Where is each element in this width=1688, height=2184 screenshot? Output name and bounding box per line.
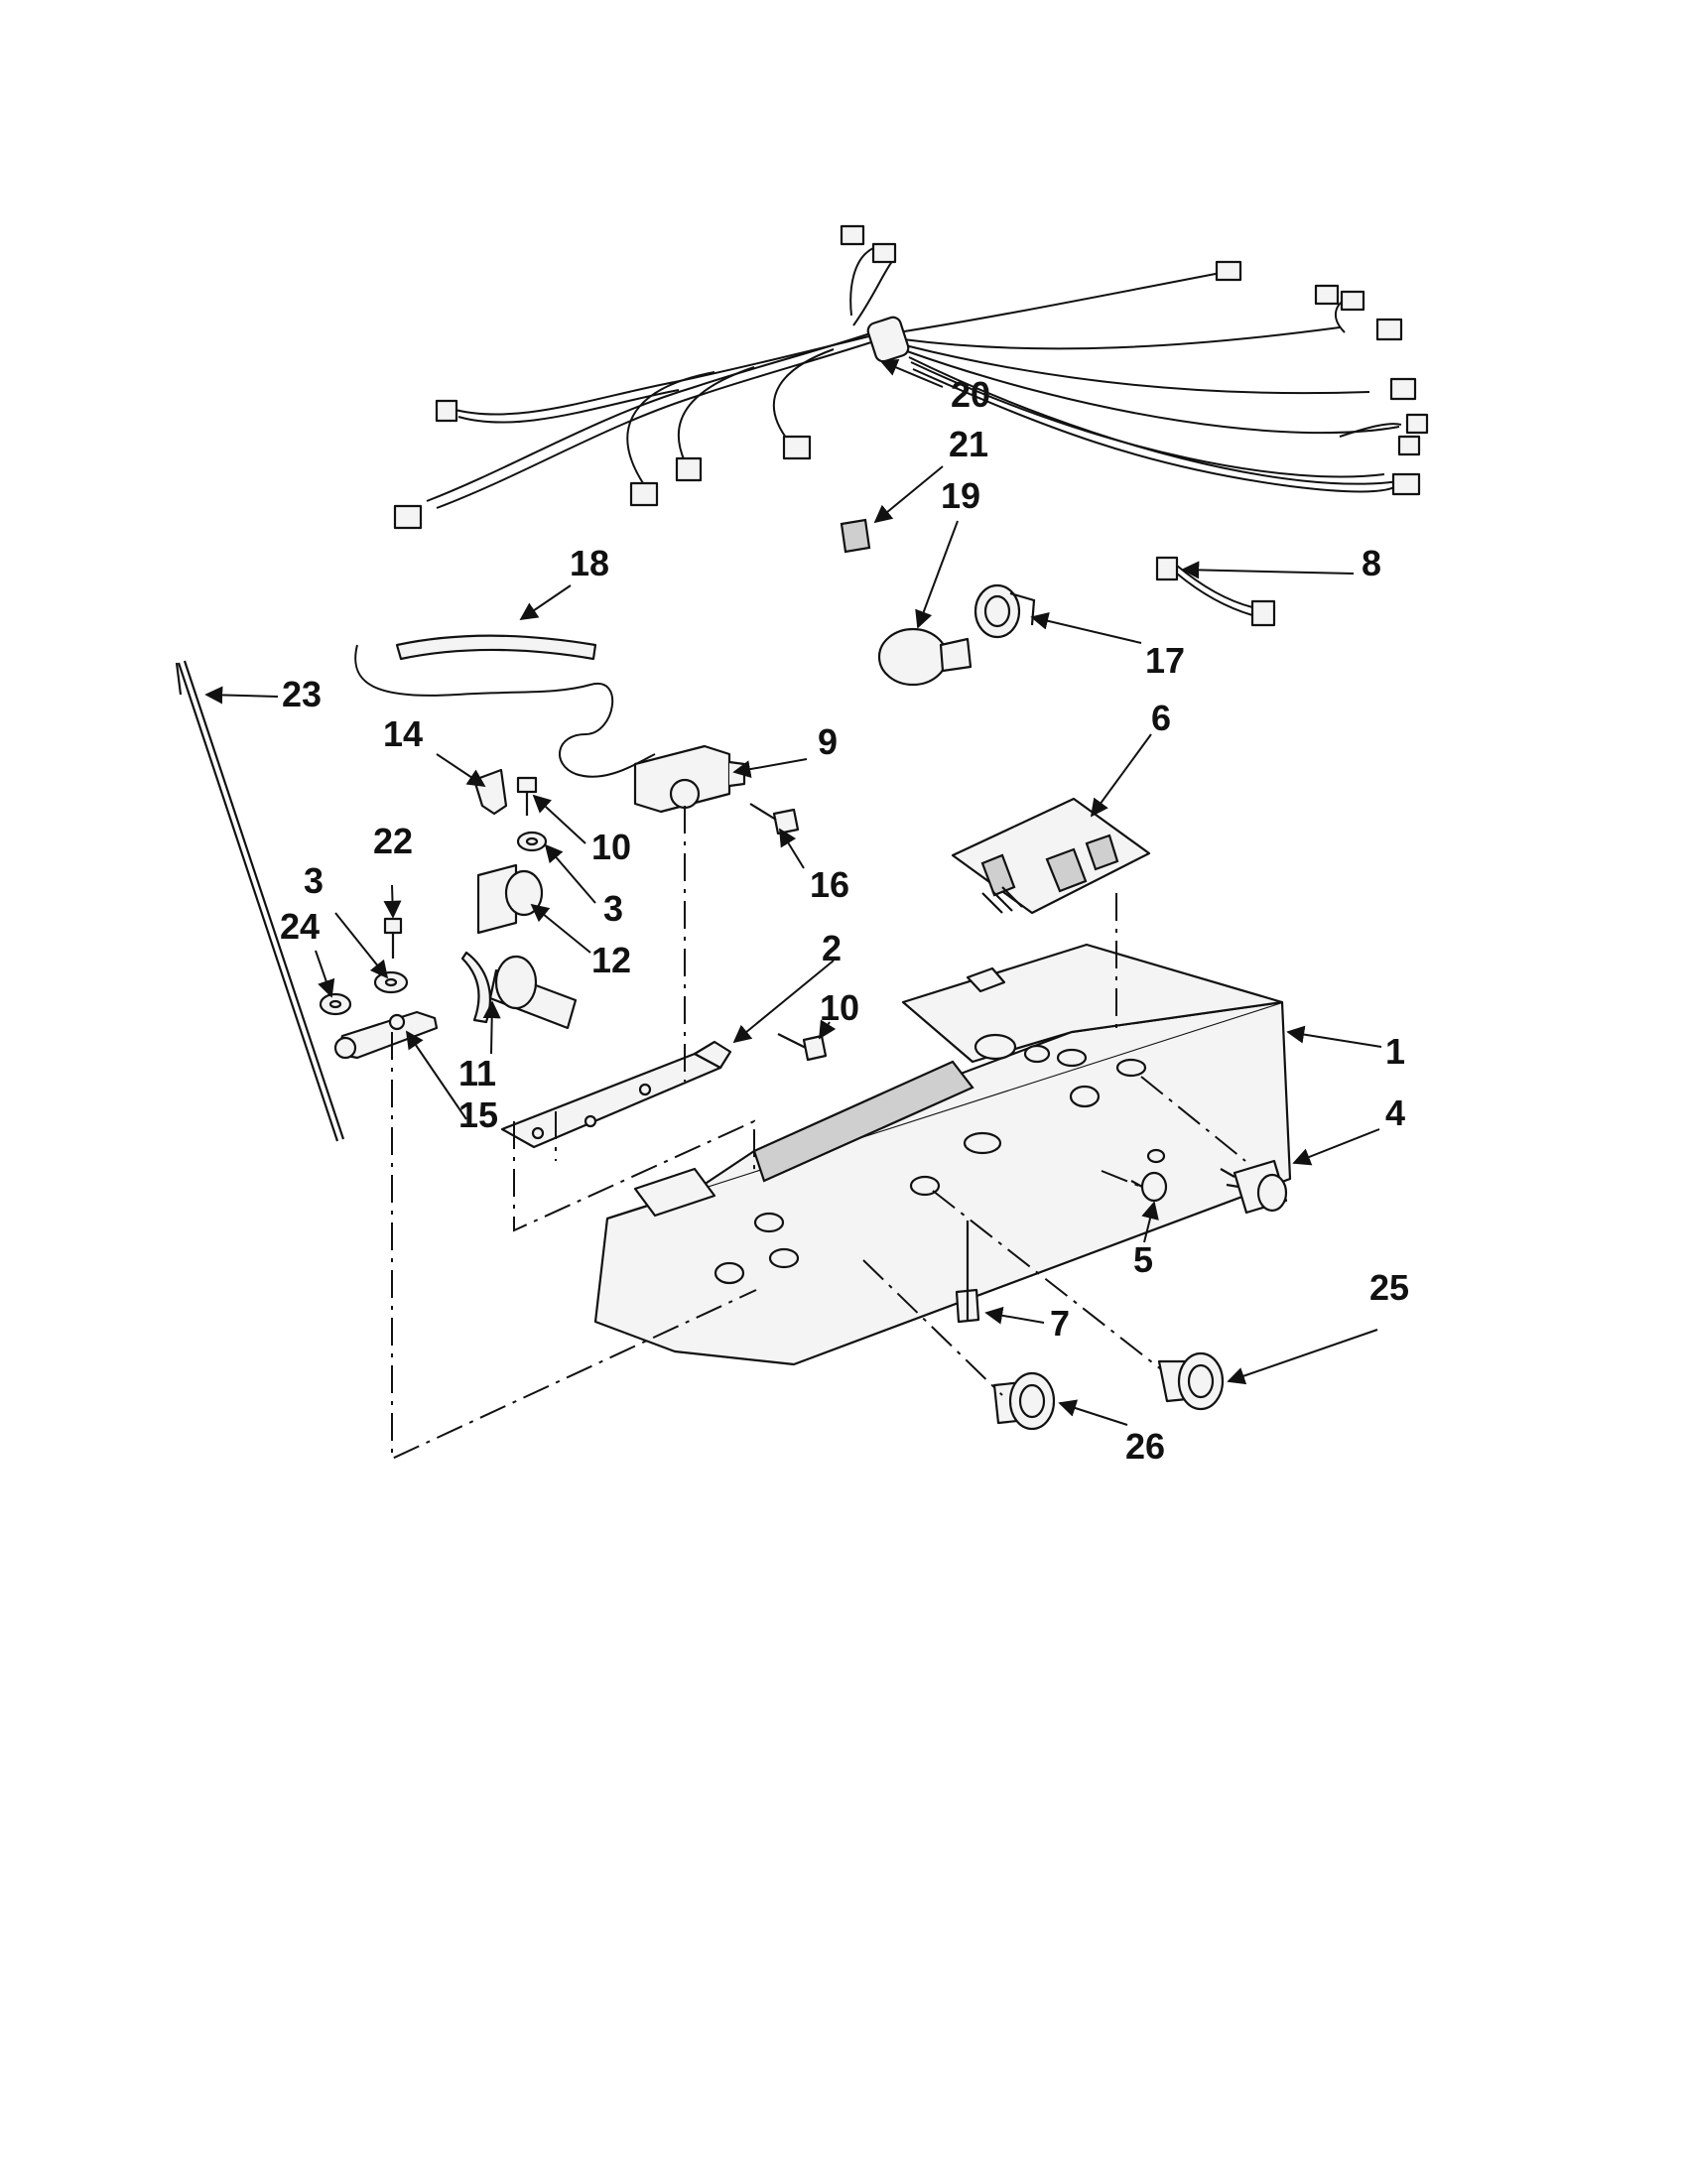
callout-5: 5 bbox=[1133, 1239, 1153, 1280]
callout-labels: 20 21 19 8 18 23 17 6 14 9 10 16 22 3 3 … bbox=[280, 374, 1409, 1467]
screw-part-10-top bbox=[516, 776, 538, 816]
callout-25: 25 bbox=[1369, 1267, 1409, 1308]
callout-3-left: 3 bbox=[304, 860, 324, 901]
control-housing bbox=[593, 943, 1292, 1366]
callout-20: 20 bbox=[951, 374, 990, 415]
callout-10-right: 10 bbox=[820, 987, 859, 1028]
callout-14: 14 bbox=[383, 713, 423, 754]
rod-part-23 bbox=[175, 660, 345, 1142]
callout-9: 9 bbox=[818, 721, 838, 762]
callout-3-top: 3 bbox=[603, 888, 623, 929]
leader-arrows bbox=[204, 358, 1382, 1426]
callout-23: 23 bbox=[282, 674, 322, 714]
bushing-part-12 bbox=[476, 863, 544, 935]
callout-7: 7 bbox=[1050, 1303, 1070, 1344]
callout-6: 6 bbox=[1151, 698, 1171, 738]
callout-15: 15 bbox=[458, 1094, 498, 1135]
mounting-plate bbox=[500, 1040, 732, 1149]
callout-11: 11 bbox=[458, 1053, 496, 1093]
capillary-tube bbox=[354, 634, 656, 778]
washer-part-3-top bbox=[516, 831, 548, 852]
callout-19: 19 bbox=[941, 475, 980, 516]
lever-part-15 bbox=[333, 1010, 439, 1060]
screw-part-10-right bbox=[777, 1033, 828, 1062]
callout-18: 18 bbox=[570, 543, 609, 583]
callout-8: 8 bbox=[1362, 543, 1381, 583]
screw-part-22 bbox=[383, 917, 403, 959]
callout-10-top: 10 bbox=[591, 827, 631, 867]
callout-21: 21 bbox=[949, 424, 988, 464]
button-part-5 bbox=[1130, 1171, 1168, 1203]
connector-part-21 bbox=[840, 518, 871, 554]
assembly-lines bbox=[391, 806, 1246, 1461]
light-socket bbox=[974, 583, 1036, 639]
callout-16: 16 bbox=[810, 864, 849, 905]
knob-part-25 bbox=[1157, 1351, 1225, 1411]
callout-24: 24 bbox=[280, 906, 320, 947]
shaft-part-11 bbox=[460, 951, 578, 1030]
bracket-part-14 bbox=[472, 768, 508, 816]
callout-22: 22 bbox=[373, 821, 413, 861]
small-harness bbox=[1155, 556, 1276, 627]
screw-part-7 bbox=[955, 1220, 980, 1324]
wire-harness bbox=[393, 224, 1429, 530]
knob-part-26 bbox=[992, 1371, 1056, 1431]
callout-17: 17 bbox=[1145, 640, 1185, 681]
washer-part-3-left bbox=[373, 970, 409, 994]
light-bulb bbox=[877, 627, 973, 687]
callout-12: 12 bbox=[591, 940, 631, 980]
control-board bbox=[951, 797, 1151, 915]
thermostat-control bbox=[633, 744, 746, 814]
callout-4: 4 bbox=[1385, 1092, 1405, 1133]
screw-part-16 bbox=[749, 803, 800, 835]
callout-2: 2 bbox=[822, 928, 842, 968]
callout-26: 26 bbox=[1125, 1426, 1165, 1467]
callout-1: 1 bbox=[1385, 1031, 1405, 1072]
door-switch bbox=[1220, 1159, 1288, 1215]
washer-part-24 bbox=[319, 992, 352, 1016]
